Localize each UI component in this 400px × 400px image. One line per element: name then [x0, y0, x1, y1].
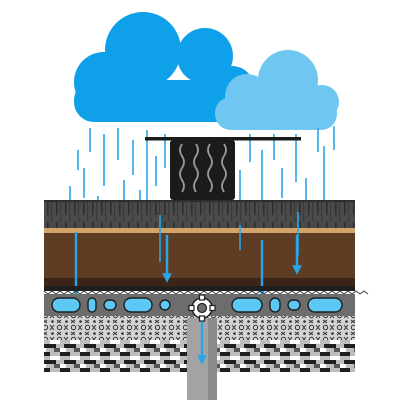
sand-layer	[44, 228, 355, 233]
filter-membrane-zigzag	[43, 290, 369, 295]
drain-pipe-shadow	[208, 318, 217, 400]
drainage-cavities	[51, 297, 343, 313]
flow-arrows	[71, 232, 302, 297]
paving-top-edge	[44, 200, 355, 202]
light-cloud	[215, 50, 339, 130]
gear-valve-icon	[188, 294, 216, 322]
soil-layer	[44, 233, 355, 286]
tire-grooves	[179, 143, 227, 193]
filter-membrane	[44, 286, 355, 291]
rain-cloud-icon	[74, 12, 339, 130]
paving-layer	[44, 200, 355, 228]
soil-shadow	[44, 278, 355, 286]
tire-icon	[145, 137, 301, 200]
